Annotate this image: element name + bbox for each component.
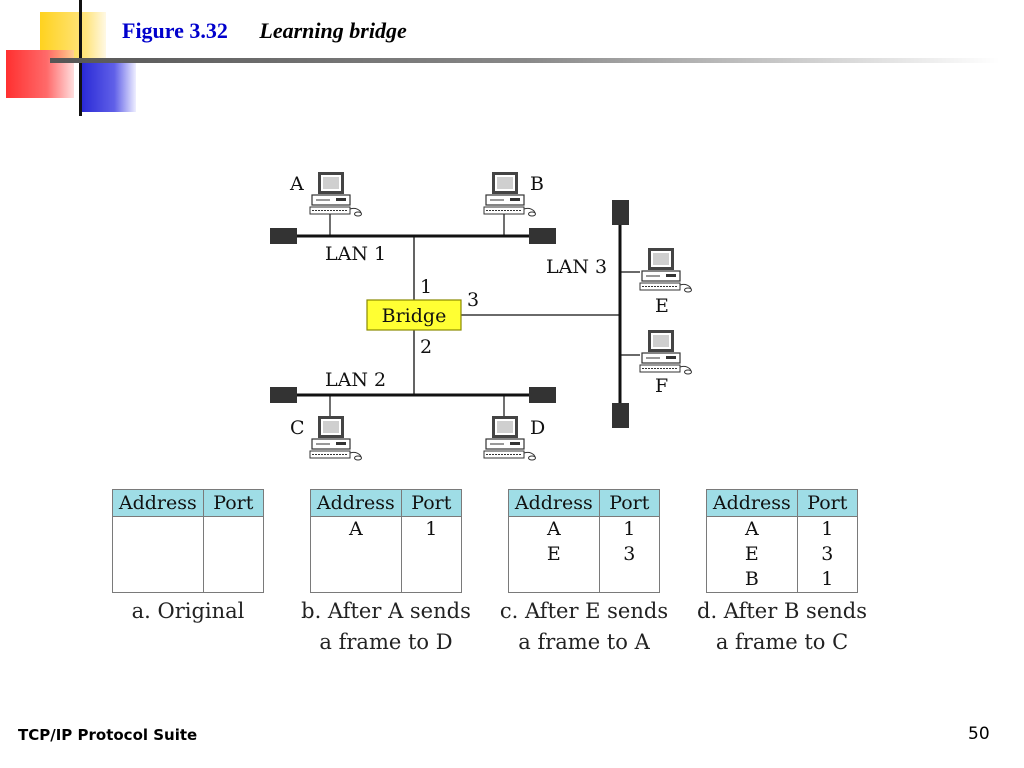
computer-icon [483,171,537,217]
header-port: Port [400,489,463,517]
header-address: Address [112,489,204,517]
caption-after-b: d. After B sends a frame to C [682,596,882,658]
port-cell [202,567,265,593]
bridge-label: Bridge [382,305,447,327]
station-c-label: C [290,417,305,439]
caption-after-a: b. After A sends a frame to D [286,596,486,658]
bridge-box [366,299,462,331]
station-f-label: F [655,375,668,397]
title-rule [50,58,1000,63]
station-a-label: A [289,173,304,195]
table-row [310,542,463,567]
port-cell [400,542,463,567]
address-cell: E [508,542,600,567]
address-cell [112,516,204,542]
lan3-terminator-top [612,200,629,225]
figure-title: Learning bridge [259,18,407,43]
address-cell: B [706,567,798,593]
address-cell: E [706,542,798,567]
address-cell [112,567,204,593]
table-row [508,567,661,593]
computer-icon [639,247,693,293]
port-cell: 3 [796,542,859,567]
figure-label: Figure 3.32 [122,18,228,43]
header-port: Port [796,489,859,517]
port-cell [202,542,265,567]
table-row [112,567,265,593]
port-cell: 1 [796,567,859,593]
station-b-label: B [530,173,544,195]
lan1-label: LAN 1 [325,243,386,265]
caption-line: c. After E sends [499,599,669,623]
address-cell: A [310,516,402,542]
port-cell [598,567,661,593]
port-cell: 1 [400,516,463,542]
caption-line: a frame to C [715,630,849,654]
computer-icon [483,415,537,461]
lan3-label: LAN 3 [546,256,607,278]
header-address: Address [706,489,798,517]
caption-after-e: c. After E sends a frame to A [484,596,684,658]
station-d-label: D [530,417,545,439]
page-title: Figure 3.32 Learning bridge [122,18,407,44]
page-number: 50 [968,724,990,744]
caption-original: a. Original [112,596,264,627]
corner-blue-square [82,62,136,112]
table-row [112,516,265,542]
header-address: Address [310,489,402,517]
lan2-terminator-right [529,387,556,403]
address-cell [310,542,402,567]
caption-line: a. Original [131,599,245,623]
table-row [112,542,265,567]
port-cell: 1 [598,516,661,542]
port-cell [202,516,265,542]
address-cell: A [508,516,600,542]
lan3-terminator-bottom [612,403,629,428]
caption-line: d. After B sends [697,599,867,623]
address-cell: A [706,516,798,542]
lan2-terminator-left [270,387,297,403]
port-cell: 1 [796,516,859,542]
caption-line: b. After A sends [301,599,471,623]
header-port: Port [202,489,265,517]
lan1-terminator-left [270,228,297,244]
station-e-label: E [655,295,669,317]
address-cell [508,567,600,593]
header-address: Address [508,489,600,517]
caption-line: a frame to D [319,630,453,654]
address-cell [310,567,402,593]
caption-line: a frame to A [518,630,650,654]
port2-label: 2 [420,336,432,358]
lan1-terminator-right [529,228,556,244]
computer-icon [309,415,363,461]
port-cell [400,567,463,593]
computer-icon [309,171,363,217]
lan2-label: LAN 2 [325,369,386,391]
port-cell: 3 [598,542,661,567]
table-row [310,567,463,593]
footer-book-title: TCP/IP Protocol Suite [18,726,198,744]
address-cell [112,542,204,567]
port1-label: 1 [420,276,432,298]
port3-label: 3 [467,289,479,311]
computer-icon [639,329,693,375]
header-port: Port [598,489,661,517]
